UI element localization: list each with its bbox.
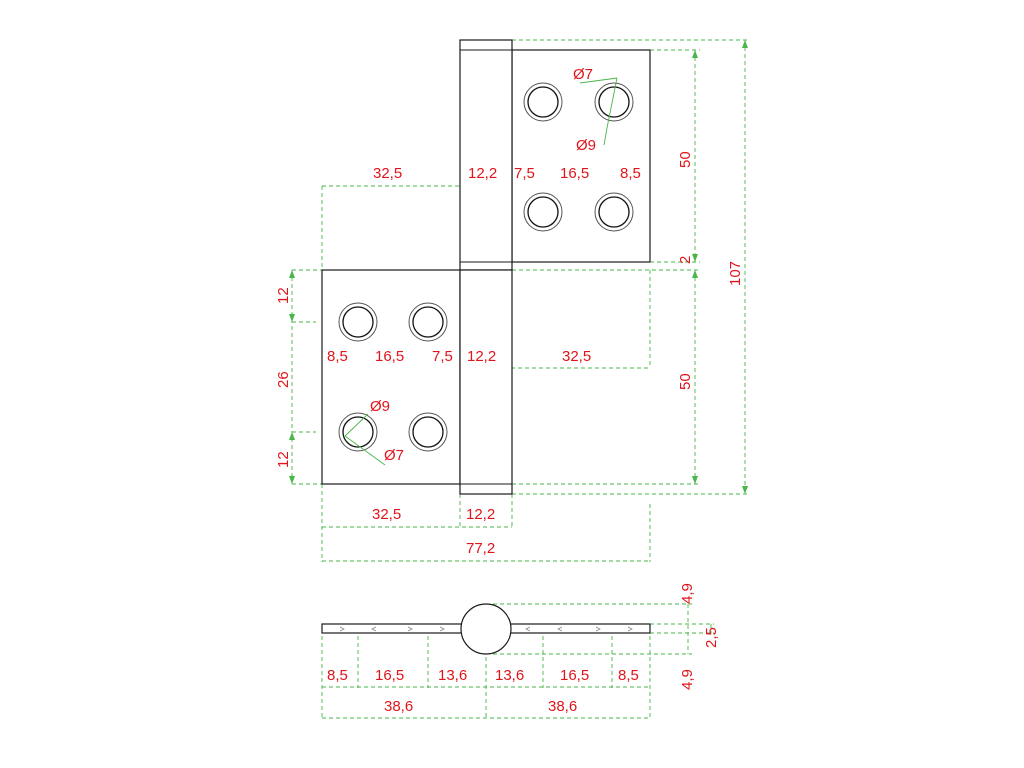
hole — [342, 306, 374, 338]
dim-upper-edge: 7,5 — [514, 165, 535, 182]
hole-outer — [523, 82, 563, 122]
dim-thickness-bottom: 4,9 — [679, 669, 696, 690]
dim-vertical-top: 12 — [275, 287, 292, 304]
dim-upper-pitch: 16,5 — [560, 165, 589, 182]
hole — [342, 416, 374, 448]
hole — [598, 196, 630, 228]
dim-thickness-middle: 2,5 — [703, 627, 720, 648]
dim-side-half-left: 38,6 — [384, 698, 413, 715]
dim-side-seg-2: 16,5 — [375, 667, 404, 684]
dim-lower-hole-outer: Ø9 — [370, 398, 390, 415]
lower-leaf — [321, 269, 513, 495]
dim-side-seg-3: 13,6 — [438, 667, 467, 684]
dim-total-width: 77,2 — [466, 540, 495, 557]
dim-vertical-bottom: 12 — [275, 451, 292, 468]
dim-lower-left: 8,5 — [327, 348, 348, 365]
dim-lower-edge: 7,5 — [432, 348, 453, 365]
dim-upper-right: 8,5 — [620, 165, 641, 182]
upper-leaf — [459, 39, 651, 271]
hole-outer — [338, 302, 378, 342]
dim-lower-right: 32,5 — [562, 348, 591, 365]
hole-outer — [594, 82, 634, 122]
dim-side-seg-5: 16,5 — [560, 667, 589, 684]
dim-side-half-right: 38,6 — [548, 698, 577, 715]
dim-lower-pitch: 16,5 — [375, 348, 404, 365]
dim-upper-height: 50 — [677, 151, 694, 168]
hole-outer — [523, 192, 563, 232]
hole — [527, 196, 559, 228]
hole — [412, 416, 444, 448]
dim-overall-height: 107 — [727, 261, 744, 286]
dim-thickness-top: 4,9 — [679, 583, 696, 604]
dim-vertical-middle: 26 — [275, 371, 292, 388]
hole — [527, 86, 559, 118]
dim-upper-hole-outer: Ø9 — [576, 137, 596, 154]
hole — [412, 306, 444, 338]
dimension-labels: 32,5 12,2 7,5 16,5 8,5 Ø7 Ø9 50 2 107 50… — [275, 66, 744, 715]
hole-outer — [408, 302, 448, 342]
hole-outer — [338, 412, 378, 452]
dim-upper-hole-inner: Ø7 — [573, 66, 593, 83]
dim-side-seg-6: 8,5 — [618, 667, 639, 684]
dim-bottom-leaf: 32,5 — [372, 506, 401, 523]
dim-upper-knuckle: 12,2 — [468, 165, 497, 182]
dim-side-seg-1: 8,5 — [327, 667, 348, 684]
dim-lower-hole-inner: Ø7 — [384, 447, 404, 464]
side-view — [321, 603, 651, 655]
hole — [598, 86, 630, 118]
dim-lower-height: 50 — [677, 373, 694, 390]
dim-upper-left: 32,5 — [373, 165, 402, 182]
dim-gap: 2 — [677, 256, 694, 264]
dim-side-seg-4: 13,6 — [495, 667, 524, 684]
hole-outer — [594, 192, 634, 232]
dim-bottom-knuckle: 12,2 — [466, 506, 495, 523]
hole-outer — [408, 412, 448, 452]
dim-lower-knuckle: 12,2 — [467, 348, 496, 365]
